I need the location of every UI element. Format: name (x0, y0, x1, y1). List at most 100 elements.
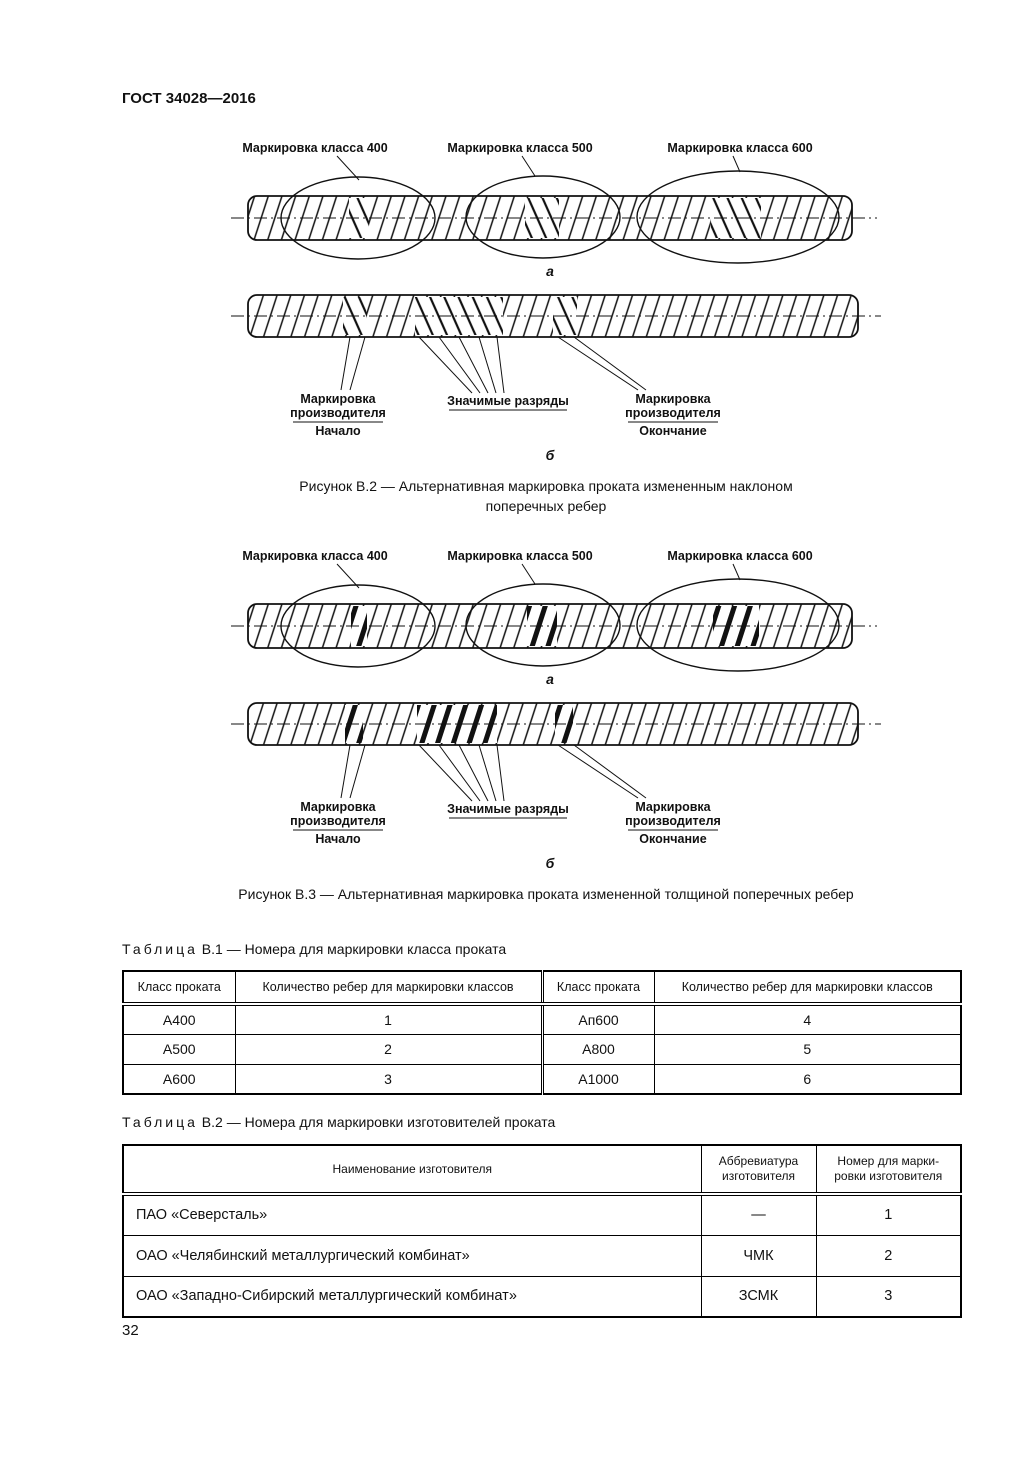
table-b2-title: Таблица В.2 — Номера для маркировки изго… (122, 1114, 555, 1130)
leader-line (557, 336, 639, 391)
table-row: А400 1 Ап600 4 (122, 1003, 962, 1035)
leader-line (478, 336, 497, 394)
leader-line (349, 336, 366, 391)
leader-line (732, 563, 741, 581)
cell: А400 (122, 1003, 236, 1035)
figure-b2-caption: Рисунок В.2 — Альтернативная маркировка … (56, 476, 1033, 516)
leader-line (418, 336, 473, 394)
col-header: Количество ребер для маркировки классов (234, 970, 543, 1006)
cell: А800 (540, 1033, 655, 1065)
caption-line: Рисунок В.2 — Альтернативная маркировка … (299, 478, 793, 494)
table-header-row: Наименование изготовителя Аббревиатура и… (122, 1144, 962, 1196)
caption-line: Рисунок В.3 — Альтернативная маркировка … (238, 886, 854, 902)
class-500-label: Маркировка класса 500 (447, 549, 592, 563)
cell-abbreviation: — (700, 1193, 817, 1236)
rebar-top (231, 578, 877, 672)
class-600-label: Маркировка класса 600 (667, 549, 812, 563)
table-row: ОАО «Челябинский металлургический комбин… (122, 1234, 962, 1277)
sub-label-a: а (546, 263, 554, 279)
svg-text:производителя: производителя (290, 406, 386, 420)
cell-number: 2 (815, 1234, 962, 1277)
leader-line (418, 744, 473, 802)
cell: Ап600 (540, 1003, 655, 1035)
col-header: Наименование изготовителя (122, 1144, 702, 1196)
svg-text:производителя: производителя (625, 406, 721, 420)
leader-line (340, 336, 351, 391)
marking-ellipse (465, 175, 621, 259)
table-row: ОАО «Западно-Сибирский металлургический … (122, 1275, 962, 1318)
producer-start-label: Маркировка производителя Начало (290, 800, 386, 846)
leader-line (340, 744, 351, 799)
leader-line (478, 744, 497, 802)
rebar-bottom (231, 294, 881, 338)
table-row: ПАО «Северсталь» — 1 (122, 1193, 962, 1236)
figure-b3: Маркировка класса 400 Маркировка класса … (225, 548, 895, 883)
cell: 4 (653, 1003, 962, 1035)
page-number: 32 (122, 1322, 139, 1339)
cell: 3 (234, 1063, 543, 1095)
cell: 1 (234, 1003, 543, 1035)
table-row: А500 2 А800 5 (122, 1033, 962, 1065)
producer-start-label: Маркировка производителя Начало (290, 392, 386, 438)
cell-number: 1 (815, 1193, 962, 1236)
sub-label-a: а (546, 671, 554, 687)
cell-number: 3 (815, 1275, 962, 1318)
col-header: Класс проката (122, 970, 236, 1006)
cell-manufacturer: ОАО «Западно-Сибирский металлургический … (122, 1275, 702, 1318)
leader-line (732, 155, 741, 173)
leader-line (573, 336, 647, 391)
sub-label-b: б (546, 855, 555, 871)
marking-ellipse (280, 584, 436, 668)
table-b1: Класс проката Количество ребер для марки… (122, 970, 962, 1095)
leader-line (557, 744, 639, 799)
svg-text:производителя: производителя (290, 814, 386, 828)
figure-b2: Маркировка класса 400 Маркировка класса … (225, 140, 895, 475)
svg-text:производителя: производителя (625, 814, 721, 828)
col-header: Номер для марки- ровки изготовителя (815, 1144, 962, 1196)
cell: 5 (653, 1033, 962, 1065)
document-header: ГОСТ 34028—2016 (122, 90, 256, 107)
significant-digits-label: Значимые разряды (447, 802, 569, 819)
producer-end-label: Маркировка производителя Окончание (625, 800, 721, 846)
cell: 2 (234, 1033, 543, 1065)
cell: А500 (122, 1033, 236, 1065)
cell: А1000 (540, 1063, 655, 1095)
svg-text:Начало: Начало (315, 424, 361, 438)
svg-text:Начало: Начало (315, 832, 361, 846)
cell-manufacturer: ОАО «Челябинский металлургический комбин… (122, 1234, 702, 1277)
table-row: А600 3 А1000 6 (122, 1063, 962, 1095)
col-header: Класс проката (540, 970, 655, 1006)
table-title-text: — Номера для маркировки класса проката (226, 941, 507, 957)
class-600-label: Маркировка класса 600 (667, 141, 812, 155)
leader-line (438, 336, 481, 394)
cell-abbreviation: ЗСМК (700, 1275, 817, 1318)
figure-b3-caption: Рисунок В.3 — Альтернативная маркировка … (56, 884, 1033, 904)
cell: 6 (653, 1063, 962, 1095)
leader-line (458, 744, 489, 802)
leader-line (521, 155, 536, 177)
cell: А600 (122, 1063, 236, 1095)
svg-text:Маркировка: Маркировка (300, 800, 376, 814)
class-400-label: Маркировка класса 400 (242, 141, 387, 155)
leader-line (521, 563, 536, 585)
svg-text:Значимые разряды: Значимые разряды (447, 802, 569, 816)
marking-ellipse (636, 170, 840, 264)
leader-line (496, 744, 505, 802)
cell-manufacturer: ПАО «Северсталь» (122, 1193, 702, 1236)
table-label: Таблица (122, 1114, 198, 1130)
svg-text:Значимые разряды: Значимые разряды (447, 394, 569, 408)
svg-text:Маркировка: Маркировка (635, 800, 711, 814)
significant-digits-label: Значимые разряды (447, 394, 569, 411)
table-number: В.2 (201, 1114, 223, 1130)
col-header: Количество ребер для маркировки классов (653, 970, 962, 1006)
leader-line (573, 744, 647, 799)
leader-line (349, 744, 366, 799)
table-b2: Наименование изготовителя Аббревиатура и… (122, 1144, 962, 1318)
marking-ellipse (280, 176, 436, 260)
svg-text:Окончание: Окончание (639, 832, 706, 846)
cell-abbreviation: ЧМК (700, 1234, 817, 1277)
sub-label-b: б (546, 447, 555, 463)
table-number: В.1 (201, 941, 223, 957)
svg-text:Маркировка: Маркировка (300, 392, 376, 406)
